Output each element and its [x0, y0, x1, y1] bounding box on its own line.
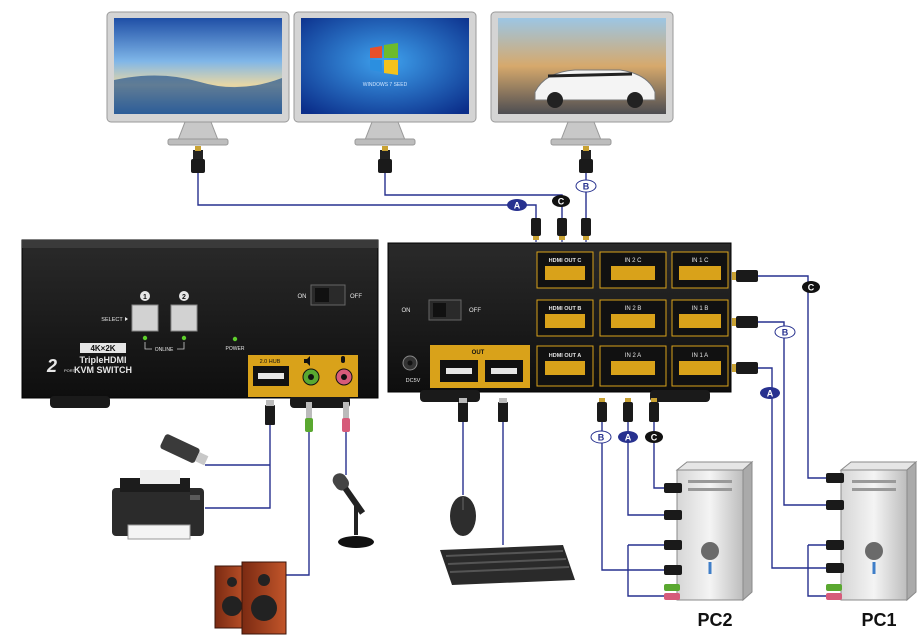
in-2a-label: IN 2 A [625, 353, 641, 359]
resolution-badge [80, 343, 126, 353]
hdmi-plug-in1b [732, 316, 758, 328]
cable-badge-b-bottom: B [590, 430, 612, 444]
monitor-1 [106, 11, 290, 146]
hdmi-plug-in2c [649, 398, 659, 422]
foot-right [290, 396, 350, 408]
monitor-2: WINDOWS 7 SEED [293, 11, 477, 146]
kvm-rear-panel: ON OFF DC5V OUT HDMI OUT C HDMI OUT B HD… [387, 242, 732, 402]
hdmi-plug-monitor-1 [191, 146, 205, 173]
power-label: POWER [226, 346, 245, 352]
cable-label-c: C [808, 283, 815, 293]
button-2-label: 2 [182, 294, 186, 301]
audio-plug-pink [342, 402, 350, 432]
cable-badge-c-right: C [802, 281, 820, 293]
select-label: SELECT [101, 317, 123, 323]
keyboard-icon [440, 545, 575, 585]
select-button-1[interactable] [131, 304, 159, 332]
online-label: ONLINE [155, 347, 174, 353]
pc2-tower [675, 460, 754, 602]
button-1-label: 1 [143, 294, 147, 301]
cable-label-b: B [583, 182, 590, 192]
brand-line-2: KVM SWITCH [74, 365, 132, 375]
usb-hub-label: 2.0 HUB [260, 359, 281, 365]
cable-badge-b-top: B [575, 179, 597, 193]
button-1-badge [140, 291, 150, 301]
cable-label-c: C [558, 197, 565, 207]
cable-label-b: B [598, 433, 605, 443]
usb-plug-keyboard [498, 398, 508, 422]
usb-plug-mouse [458, 398, 468, 422]
speakers-icon [214, 561, 287, 635]
front-switch-on-label: ON [298, 294, 307, 300]
in-2b-label: IN 2 B [625, 306, 642, 312]
resolution-label: 4K×2K [90, 344, 115, 353]
audio-plug-green [305, 402, 313, 432]
in-1a-label: IN 1 A [692, 353, 708, 359]
cable-badge-b-right: B [774, 325, 796, 339]
hdmi-out-a-label: HDMI OUT A [549, 353, 582, 359]
hdmi-plug-monitor-2 [378, 146, 392, 173]
usb-flash-drive-icon [160, 434, 209, 466]
monitor-2-caption: WINDOWS 7 SEED [363, 82, 408, 88]
in-1c-label: IN 1 C [691, 258, 709, 264]
cable-badge-a-right: A [760, 387, 780, 399]
button-2-badge [179, 291, 189, 301]
hdmi-plug-in2b [597, 398, 607, 422]
hdmi-plug-out-c [557, 218, 567, 240]
monitor-3 [490, 11, 674, 146]
in-2c-label: IN 2 C [624, 258, 642, 264]
usb-plug-front [265, 400, 275, 425]
foot-left [50, 396, 110, 408]
cable-label-c: C [651, 433, 658, 443]
rear-switch-off-label: OFF [469, 308, 481, 314]
usb-out-label: OUT [472, 350, 485, 356]
microphone-stand-icon [332, 473, 374, 548]
brand-line-1: TripleHDMI [79, 355, 126, 365]
hdmi-plug-in1a [732, 362, 758, 374]
pc2-label: PC2 [697, 610, 732, 630]
hdmi-plug-in2a [623, 398, 633, 422]
cable-label-a: A [625, 433, 632, 443]
windows-logo-icon [370, 43, 398, 75]
dc-label: DC5V [406, 378, 421, 384]
online-led-1 [142, 335, 148, 341]
brand-port-count: 2 [46, 356, 57, 376]
hdmi-plug-monitor-3 [579, 146, 593, 173]
pc2-plugs [664, 483, 682, 600]
hdmi-out-b-label: HDMI OUT B [549, 306, 582, 312]
select-button-2[interactable] [170, 304, 198, 332]
hdmi-out-c-label: HDMI OUT C [549, 258, 582, 264]
cable-badge-c-bottom: C [645, 431, 663, 443]
cable-label-b: B [782, 328, 789, 338]
power-led [232, 336, 238, 342]
front-switch-off-label: OFF [350, 294, 362, 300]
cable-badge-c-top: C [552, 195, 570, 207]
rear-switch-on-label: ON [402, 308, 411, 314]
printer-icon [112, 470, 204, 540]
pc1-label: PC1 [861, 610, 896, 630]
kvm-front-panel: ON OFF SELECT 1 2 ONLINE POWER 4K×2K 2 P… [21, 239, 379, 408]
cable-badge-a-top: A [507, 199, 527, 211]
hdmi-plug-in1c [732, 270, 758, 282]
microphone-icon [341, 356, 345, 363]
mouse-icon [450, 490, 476, 536]
cables [197, 173, 826, 597]
hdmi-plug-out-a [531, 218, 541, 240]
pc1-tower [839, 460, 918, 602]
speaker-icon [304, 356, 310, 366]
pc1-plugs [826, 473, 844, 600]
cable-label-a: A [767, 389, 774, 399]
in-1b-label: IN 1 B [692, 306, 709, 312]
online-led-2 [181, 335, 187, 341]
cable-badge-a-bottom: A [618, 431, 638, 443]
hdmi-plug-out-b [581, 218, 591, 240]
brand-port-label: PORT [64, 368, 76, 373]
cable-label-a: A [514, 201, 521, 211]
